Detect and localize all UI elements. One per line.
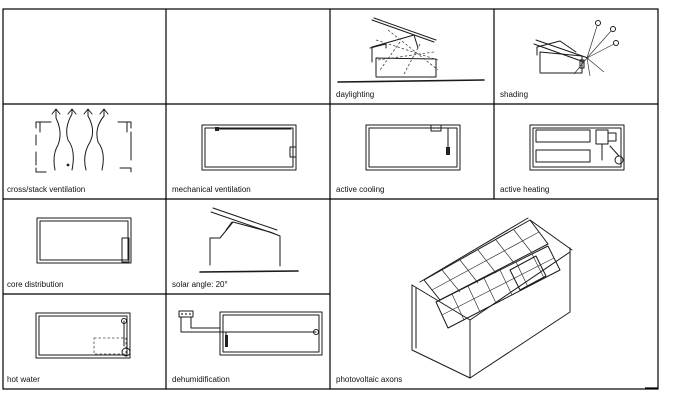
dehumidification-sketch	[178, 310, 323, 356]
hot-water-sketch	[35, 312, 131, 359]
photovoltaic-axons-sketch	[411, 217, 573, 379]
daylighting-sketch	[337, 17, 485, 83]
label-photovoltaic-axons: photovoltaic axons	[336, 375, 402, 384]
label-mechanical-ventilation: mechanical ventilation	[172, 185, 251, 194]
cross-stack-ventilation-sketch	[35, 108, 132, 173]
active-heating-sketch	[529, 124, 625, 171]
label-daylighting: daylighting	[336, 90, 374, 99]
solar-angle-sketch	[199, 207, 299, 273]
label-active-heating: active heating	[500, 185, 549, 194]
label-active-cooling: active cooling	[336, 185, 384, 194]
label-solar-angle: solar angle: 20°	[172, 280, 228, 289]
grid-lines	[2, 8, 659, 390]
label-shading: shading	[500, 90, 528, 99]
core-distribution-sketch	[36, 217, 132, 264]
label-hot-water: hot water	[7, 375, 40, 384]
shading-sketch	[533, 20, 619, 77]
mechanical-ventilation-sketch	[201, 124, 297, 171]
active-cooling-sketch	[365, 124, 461, 171]
label-dehumidification: dehumidification	[172, 375, 230, 384]
label-cross-stack-ventilation: cross/stack ventilation	[7, 185, 85, 194]
label-core-distribution: core distribution	[7, 280, 63, 289]
